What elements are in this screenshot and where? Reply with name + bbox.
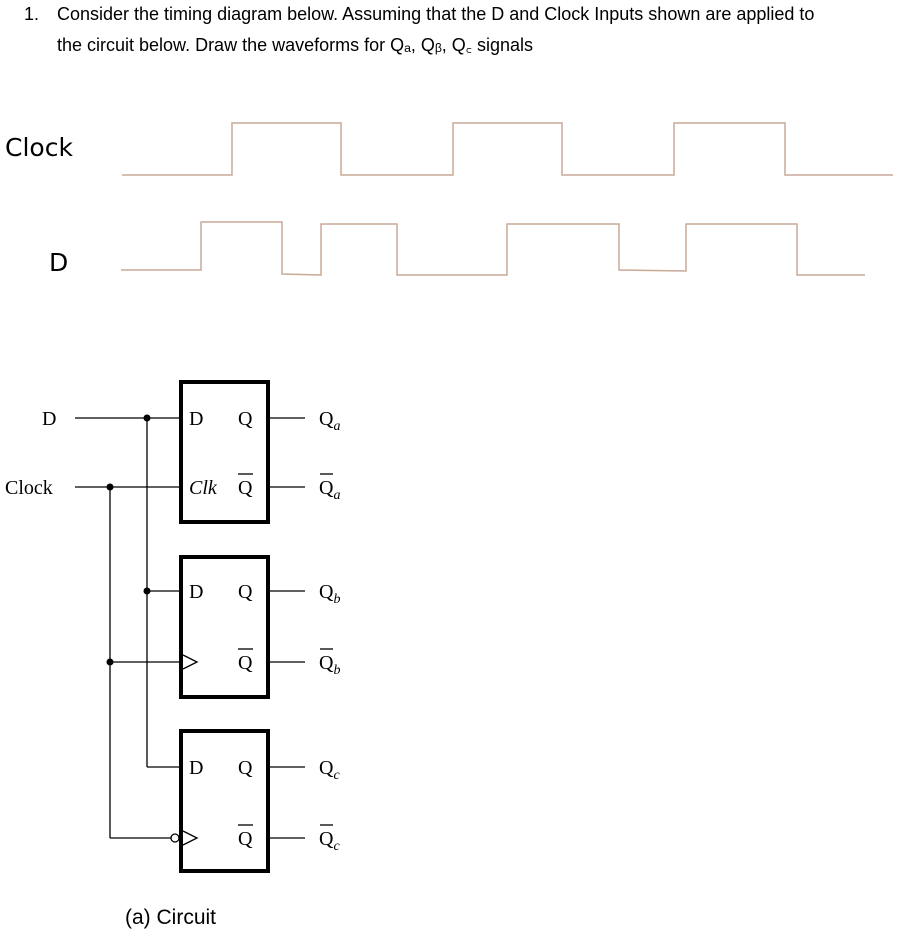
question-text-1: Consider the timing diagram below. Assum… [57, 4, 815, 24]
circuit-labels: D Clock D Q Clk Q D Q Q D Q Q Qa Qa Qb Q… [5, 408, 340, 854]
flip-flop-c [179, 729, 270, 873]
ff-c-q-label: Q [238, 757, 253, 779]
junction-dot [106, 483, 114, 491]
question-text-2: the circuit below. Draw the waveforms fo… [57, 35, 534, 55]
junction-dot [143, 414, 151, 422]
ff-b-q-label: Q [238, 581, 253, 603]
flip-flop-b [179, 555, 270, 699]
input-clock-label: Clock [5, 477, 53, 499]
output-qa-label: Qa [319, 408, 340, 434]
ff-a-qbar-label: Q [238, 477, 253, 499]
flip-flop-a [179, 380, 270, 524]
output-qc-label: Qc [319, 757, 340, 783]
ff-c-d-label: D [189, 757, 203, 779]
ff-b-qbar-label: Q [238, 652, 253, 674]
d-waveform [121, 221, 865, 276]
clock-wave-label: Clock [5, 133, 73, 162]
question-number: 1. [24, 4, 40, 24]
circuit-schematic [75, 380, 333, 873]
clock-edge-triangle [182, 654, 199, 670]
ff-a-clk-label: Clk [189, 477, 218, 499]
circuit-caption: (a) Circuit [125, 906, 216, 929]
output-qc-bar-label: Qc [319, 828, 340, 854]
junction-dot [143, 587, 151, 595]
ff-a-d-label: D [189, 408, 203, 430]
input-d-label: D [42, 408, 56, 430]
output-qb-bar-label: Qb [319, 652, 340, 678]
d-wave-label: D [49, 248, 69, 277]
output-qa-bar-label: Qa [319, 477, 340, 503]
ff-c-qbar-label: Q [238, 828, 253, 850]
clock-edge-triangle [182, 830, 199, 846]
clock-waveform [122, 122, 893, 176]
junction-dot [106, 658, 114, 666]
output-qb-label: Qb [319, 581, 340, 607]
ff-a-q-label: Q [238, 408, 253, 430]
inversion-bubble [170, 833, 180, 843]
ff-b-d-label: D [189, 581, 203, 603]
